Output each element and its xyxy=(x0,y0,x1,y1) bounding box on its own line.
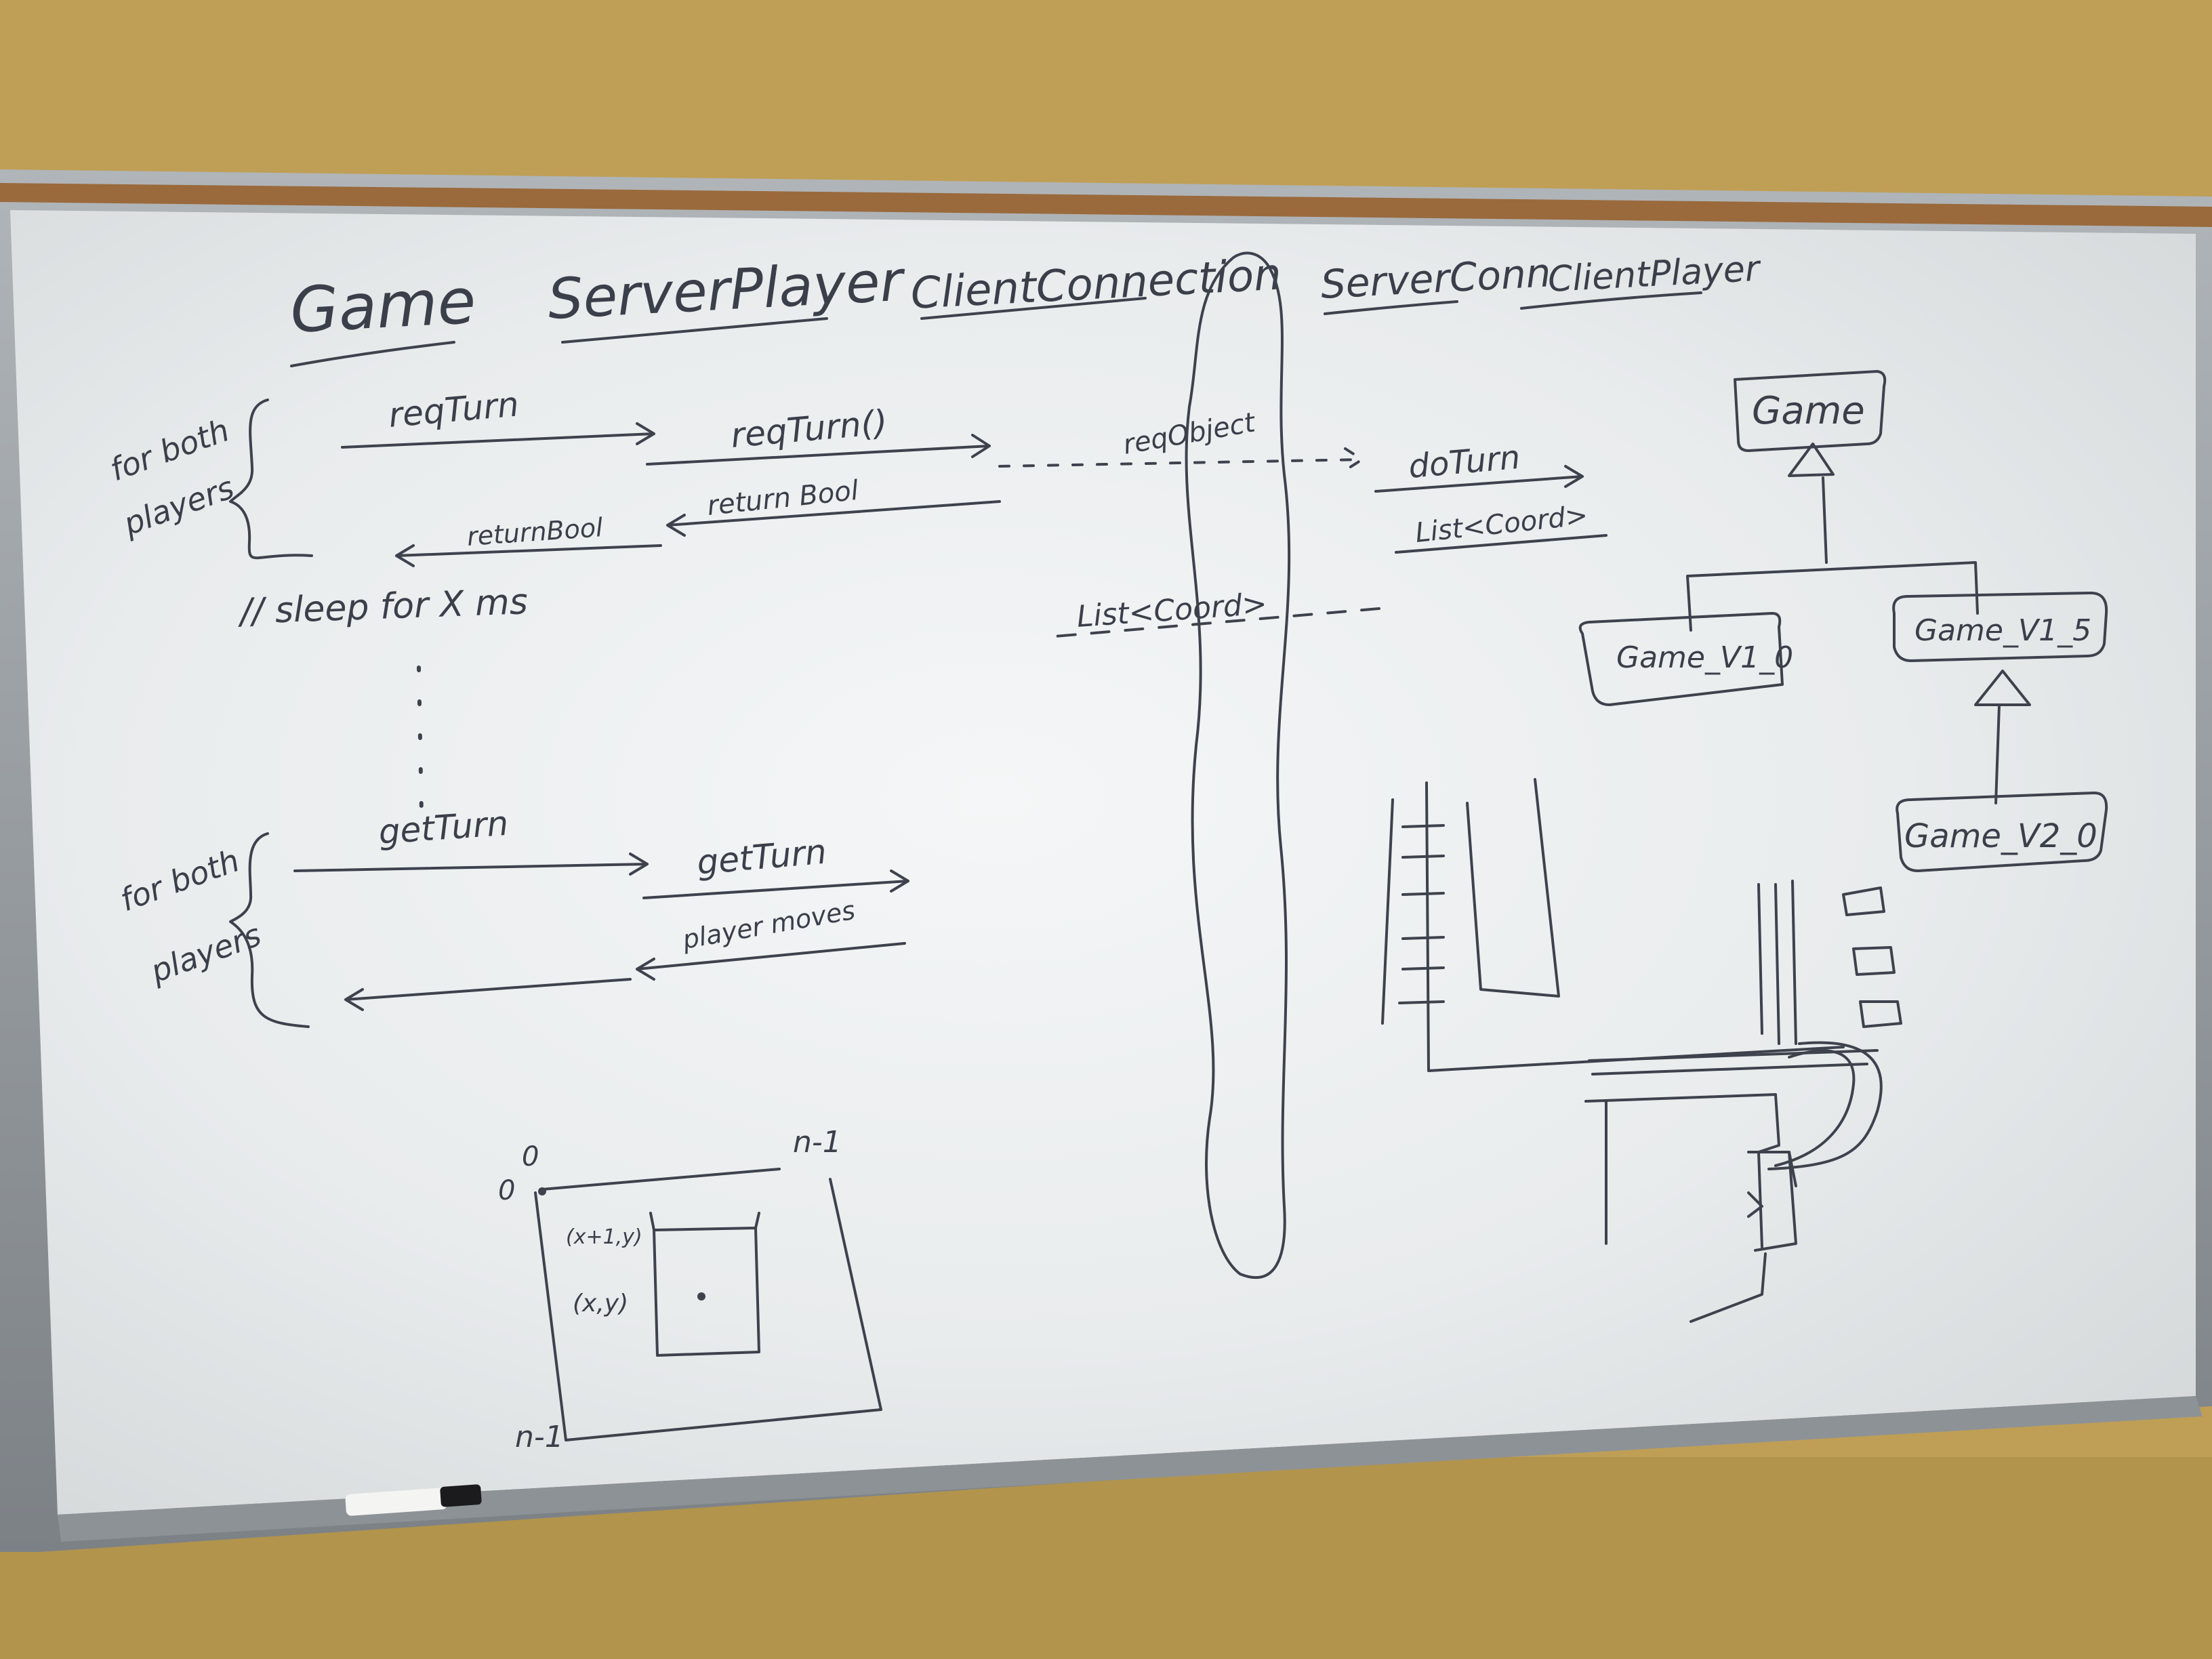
svg-text:Game_V2_0: Game_V2_0 xyxy=(1904,817,2097,855)
class-game-v1-5: Game_V1_5 xyxy=(1892,592,2108,662)
network-divider xyxy=(1185,251,1291,1279)
layout-sketch xyxy=(1381,778,1902,1323)
marker[interactable] xyxy=(345,1484,482,1516)
cork-strip xyxy=(0,183,2212,227)
marker-tray xyxy=(58,1396,2203,1542)
grid-origin-0a: 0 xyxy=(498,1175,515,1206)
grid-sketch: 0 0 n-1 n-1 (x+1,y) (x,y) xyxy=(498,1125,882,1454)
svg-text:Game_V1_5: Game_V1_5 xyxy=(1914,613,2091,648)
note-sleep: // sleep for X ms xyxy=(237,581,528,632)
class-game: Game xyxy=(1734,370,1887,452)
grid-cell-b: (x,y) xyxy=(573,1290,628,1317)
grid-top-right: n-1 xyxy=(793,1125,842,1160)
svg-text:Game: Game xyxy=(1752,389,1865,433)
class-game-v1-0: Game_V1_0 xyxy=(1578,612,1793,706)
grid-bottom-left: n-1 xyxy=(515,1420,564,1454)
grid-cell-a: (x+1,y) xyxy=(566,1225,642,1249)
grid-origin-0b: 0 xyxy=(522,1141,539,1172)
header-game: Game xyxy=(289,265,478,347)
board-surface xyxy=(10,210,2196,1515)
msg-get-turn-1: getTurn xyxy=(377,804,510,852)
class-game-v2-0: Game_V2_0 xyxy=(1896,792,2108,872)
svg-text:Game_V1_0: Game_V1_0 xyxy=(1616,640,1793,675)
